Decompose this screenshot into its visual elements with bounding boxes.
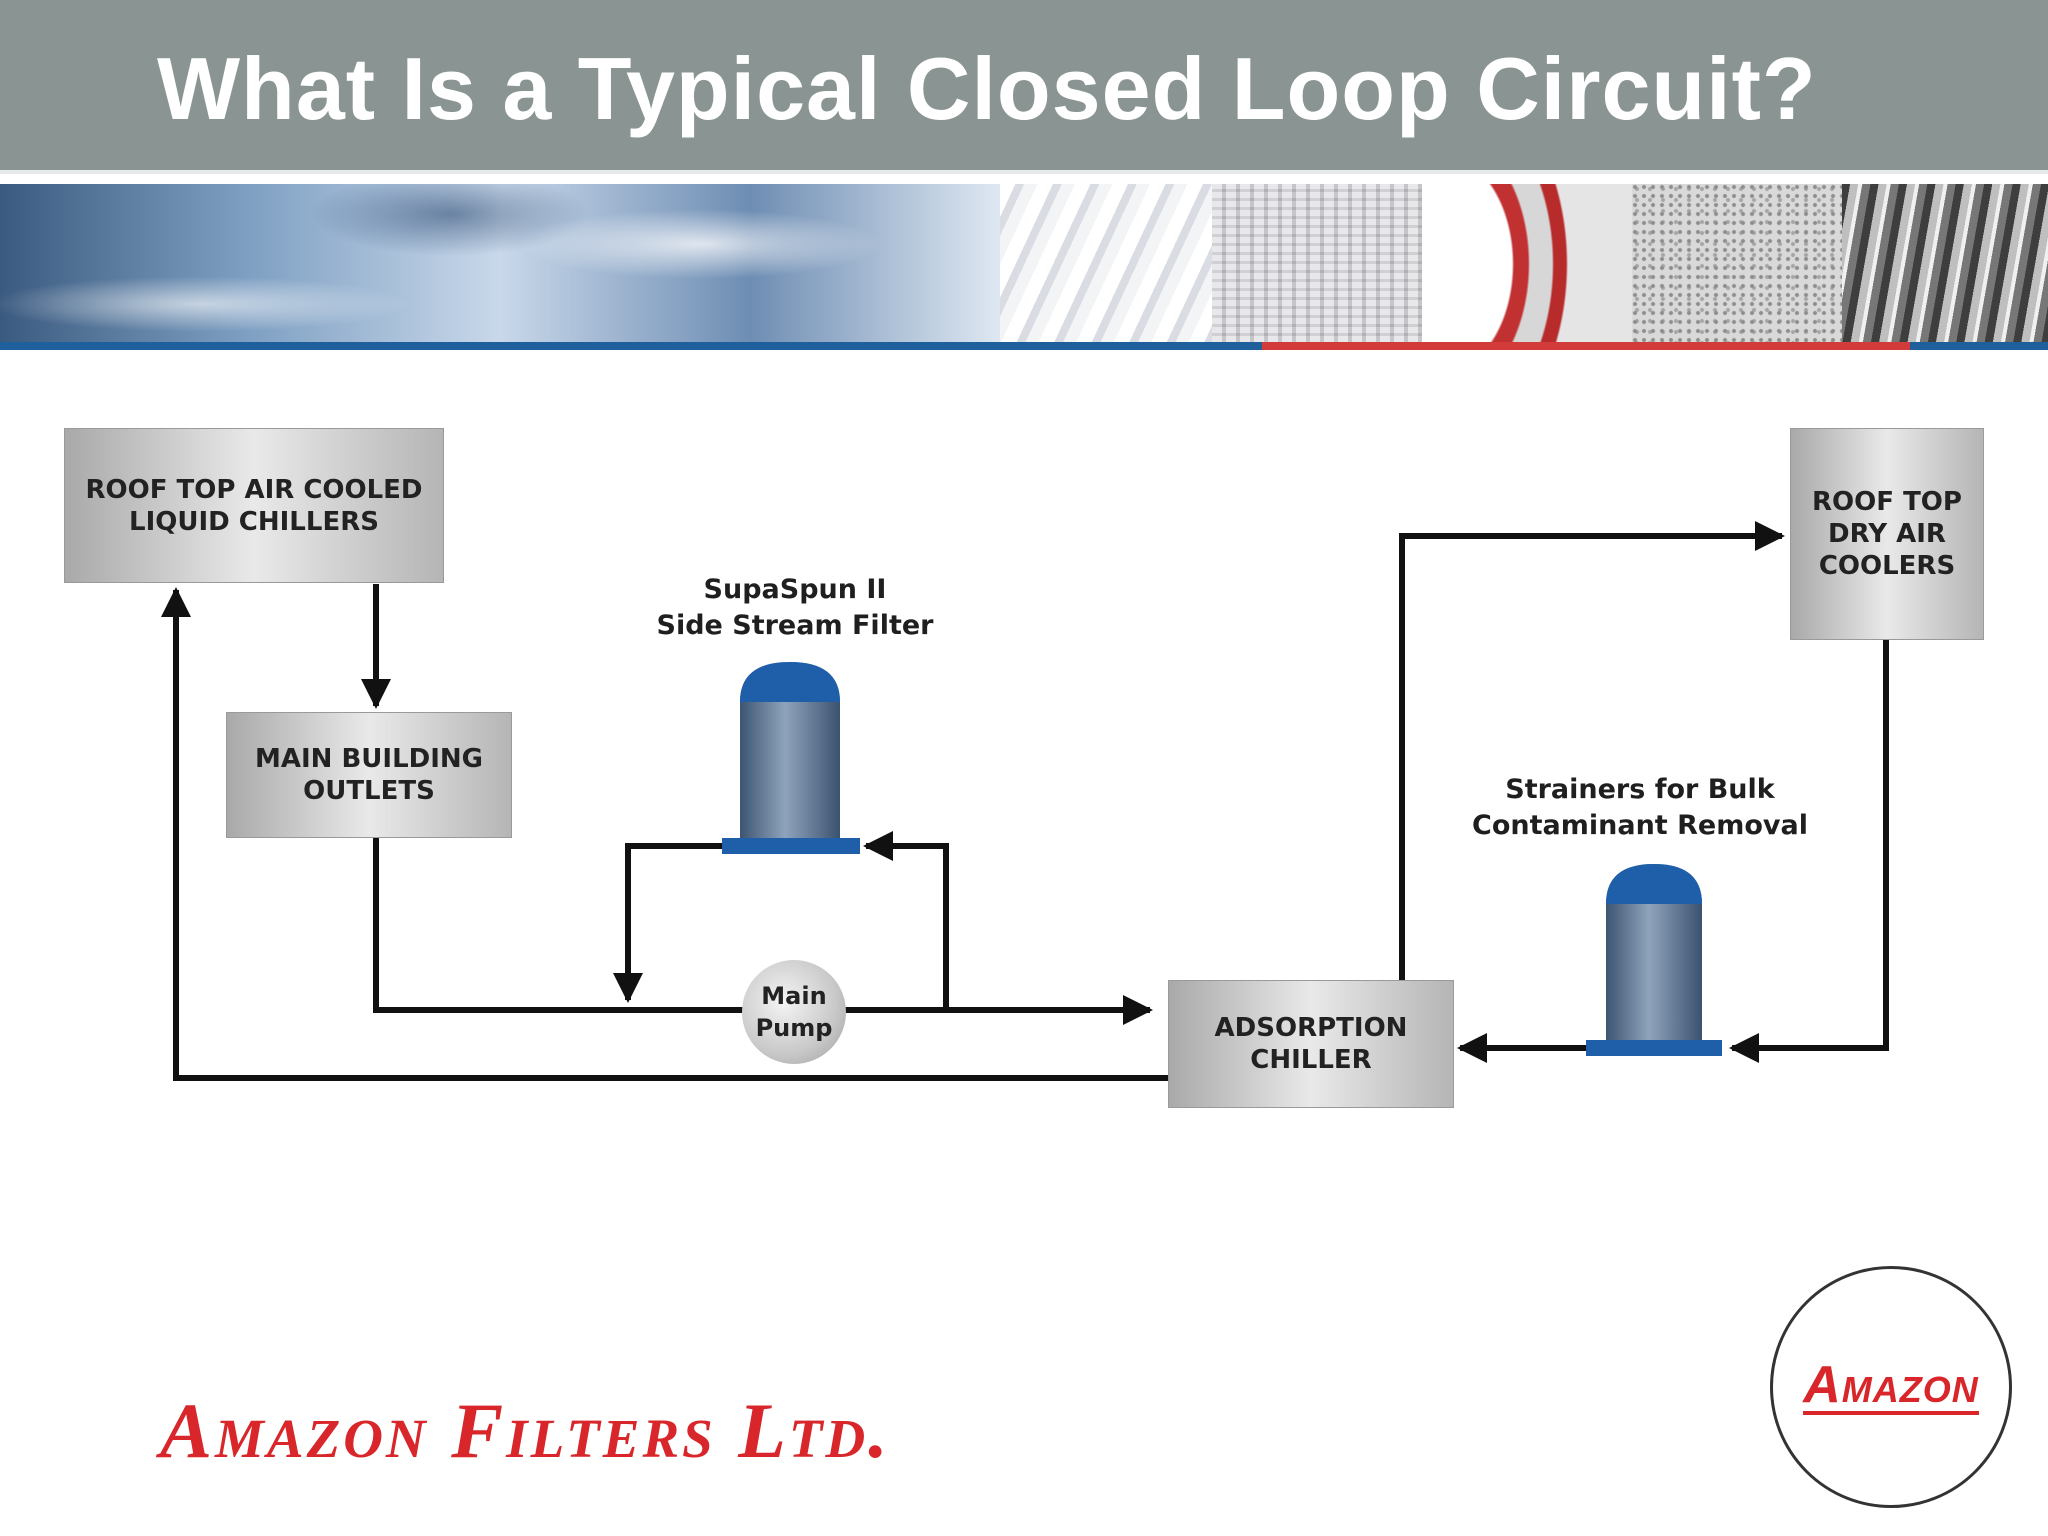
- header-banner: [0, 184, 2048, 350]
- node-adsorption-chiller: ADSORPTION CHILLER: [1168, 980, 1454, 1108]
- banner-seal-ring-image: [1422, 184, 1632, 342]
- banner-blue-line: [0, 342, 2048, 350]
- node-adsorption-chiller-label: ADSORPTION CHILLER: [1214, 1013, 1408, 1075]
- main-pump-icon: Main Pump: [742, 960, 846, 1064]
- company-logo: Amazon: [1770, 1266, 2012, 1508]
- banner-pleated-media-image: [1000, 184, 1212, 342]
- flow-adsorption-to-dry-coolers: [1399, 521, 1785, 980]
- banner-red-line: [1262, 342, 1910, 350]
- company-logo-text: Amazon: [1803, 1356, 1979, 1415]
- flow-adsorption-to-chillers: [161, 587, 1168, 1081]
- node-main-building-outlets-label: MAIN BUILDING OUTLETS: [254, 744, 483, 806]
- side-stream-filter-icon: [722, 662, 860, 854]
- flow-dry-coolers-to-strainer: [1729, 640, 1889, 1063]
- main-pump-label: Main Pump: [755, 982, 833, 1042]
- flow-filter-return: [613, 843, 724, 1003]
- node-main-building-outlets: MAIN BUILDING OUTLETS: [226, 712, 512, 838]
- strainers-caption: Strainers for Bulk Contaminant Removal: [1472, 774, 1808, 841]
- banner-porous-media-image: [1632, 184, 1842, 342]
- slide-header: What Is a Typical Closed Loop Circuit?: [0, 0, 2048, 174]
- flow-bypass-to-filter: [863, 831, 949, 1010]
- node-roof-top-dry-air-coolers-label: ROOF TOP DRY AIR COOLERS: [1812, 487, 1962, 581]
- banner-mesh-image: [1212, 184, 1422, 342]
- node-roof-top-liquid-chillers: ROOF TOP AIR COOLED LIQUID CHILLERS: [64, 428, 444, 583]
- side-stream-filter-caption: SupaSpun II Side Stream Filter: [656, 574, 934, 641]
- slide-title: What Is a Typical Closed Loop Circuit?: [157, 39, 1817, 138]
- banner-steel-cartridge-image: [1842, 184, 2048, 342]
- strainer-icon: [1586, 864, 1722, 1056]
- banner-water-image: [0, 184, 1000, 342]
- node-roof-top-liquid-chillers-label: ROOF TOP AIR COOLED LIQUID CHILLERS: [85, 474, 423, 537]
- company-name: Amazon Filters Ltd.: [160, 1387, 891, 1474]
- flow-outlets-to-adsorption: [373, 837, 1153, 1025]
- node-roof-top-dry-air-coolers: ROOF TOP DRY AIR COOLERS: [1790, 428, 1984, 640]
